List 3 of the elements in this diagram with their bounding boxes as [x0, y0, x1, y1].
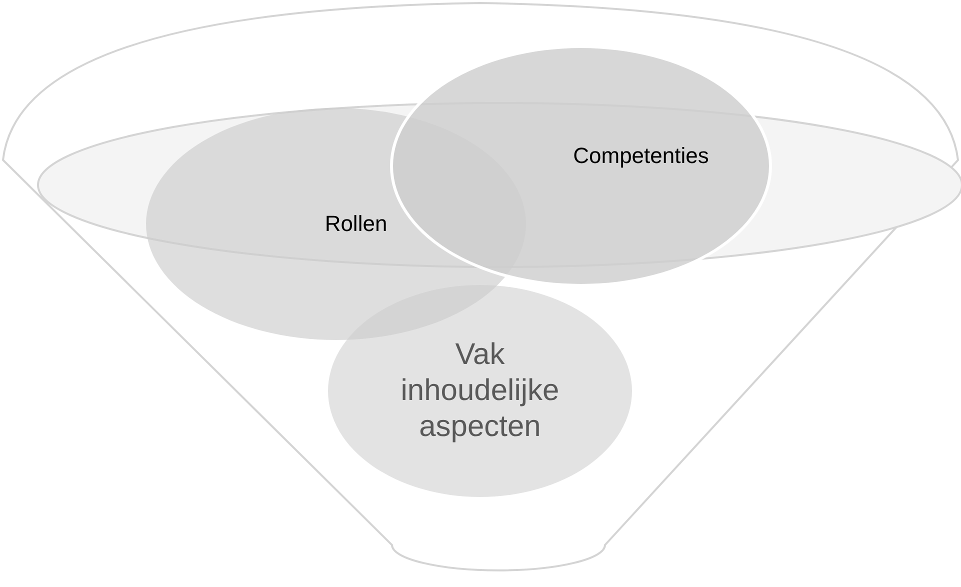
- node-label: Competenties: [573, 142, 709, 170]
- node-label: Vak inhoudelijke aspecten: [400, 337, 560, 445]
- node-label: Rollen: [324, 210, 388, 238]
